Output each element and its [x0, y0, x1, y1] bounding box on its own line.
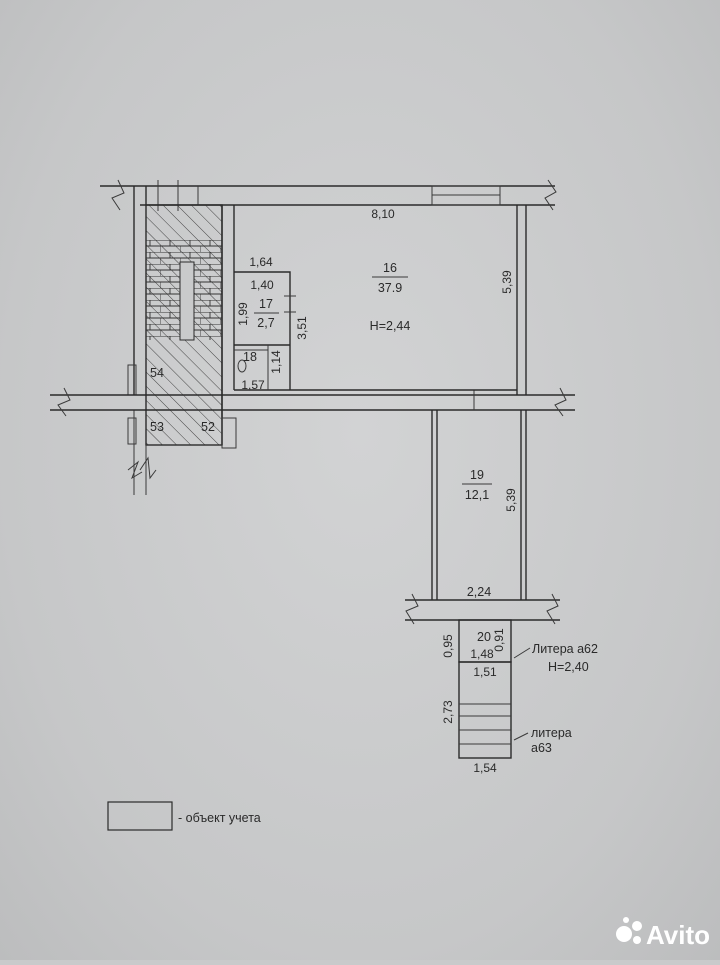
dim-vestibule-left: 0,95 [441, 634, 455, 658]
dim-room17-inner: 1,40 [250, 278, 274, 292]
annotation-height-a62: H=2,40 [548, 660, 589, 674]
dim-room18-bottom: 1,57 [241, 378, 265, 392]
dim-stairs-bottom: 1,54 [473, 761, 497, 775]
marker-54: 54 [150, 366, 164, 380]
room-18-number: 18 [243, 350, 257, 364]
watermark-text: Avito [646, 920, 710, 950]
dim-room17-top: 1,64 [249, 255, 273, 269]
room-16-area: 37.9 [378, 281, 402, 295]
middle-wall [50, 387, 575, 417]
left-outer-wall [127, 186, 237, 495]
room-16 [234, 205, 527, 395]
room-16-number: 16 [383, 261, 397, 275]
room-20-number: 20 [477, 630, 491, 644]
avito-watermark: Avito [616, 917, 710, 950]
room-19-area: 12,1 [465, 488, 489, 502]
legend-swatch [107, 801, 173, 831]
dim-room18-right: 1,14 [269, 350, 283, 374]
stairs [458, 661, 512, 759]
legend-label: - объект учета [178, 811, 261, 825]
leader-a63 [513, 732, 529, 741]
dim-room17-right: 3,51 [295, 316, 309, 340]
room-19-number: 19 [470, 468, 484, 482]
annotation-litera-a62: Литера а62 [532, 642, 598, 656]
room-17-number: 17 [259, 297, 273, 311]
dim-room17-left: 1,99 [236, 302, 250, 326]
annotation-litera-a63-line2: а63 [531, 741, 552, 755]
dim-vestibule-bottom: 1,51 [473, 665, 497, 679]
dim-corridor-width: 2,24 [467, 585, 491, 599]
room-17-18 [234, 271, 296, 390]
dim-stairs-left: 2,73 [441, 700, 455, 724]
room-19 [431, 410, 527, 600]
room-17-area: 2,7 [257, 316, 274, 330]
marker-53: 53 [150, 420, 164, 434]
room-16-height: H=2,44 [370, 319, 411, 333]
dim-corridor-right: 5,39 [504, 488, 518, 512]
annotation-litera-a63-line1: литера [531, 726, 572, 740]
dim-vestibule-inner: 1,48 [470, 647, 494, 661]
toilet-icon [237, 359, 247, 373]
dim-top-width: 8,10 [371, 207, 395, 221]
dim-right-height: 5,39 [500, 270, 514, 294]
dim-vestibule-right: 0,91 [492, 628, 506, 652]
leader-a62 [513, 647, 531, 659]
marker-52: 52 [201, 420, 215, 434]
left-wall-block [145, 204, 235, 446]
